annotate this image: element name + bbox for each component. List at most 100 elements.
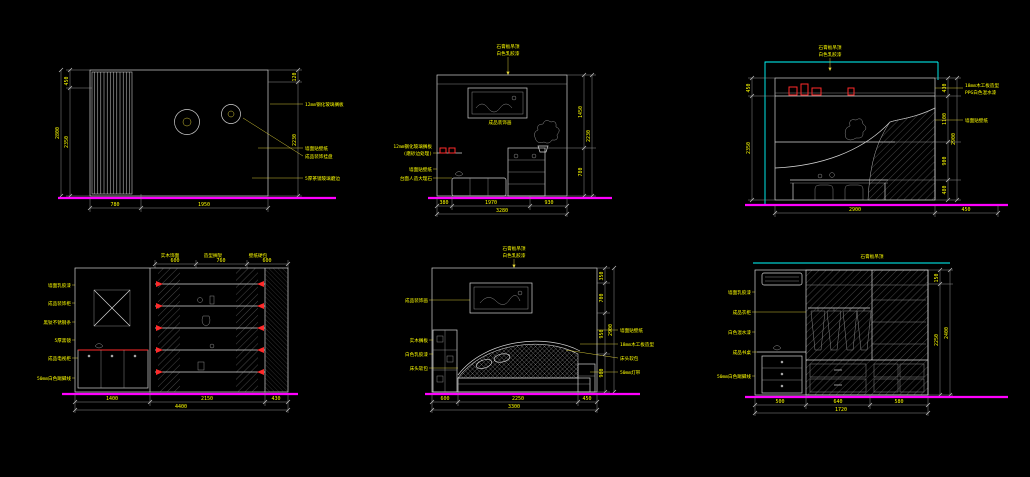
elevation-panel-3: 石膏板吊顶 白色乳胶漆 450 2350 430 1100 900 480 — [745, 44, 1008, 217]
annotation: 墙面贴壁纸 — [620, 327, 643, 334]
dimension-chain-bottom: 1400 2150 430 4400 — [72, 392, 291, 413]
dim-text: 600 — [440, 396, 449, 402]
annotation: 床头软包 — [410, 365, 429, 372]
hanging-clothes — [856, 308, 872, 351]
dimension-chain-right: 350 700 950 900 2900 — [597, 265, 617, 395]
bed — [457, 340, 591, 393]
annotation: 床头软包 — [620, 355, 639, 362]
annotation: 12mm钢化玻璃搁板 — [305, 101, 344, 108]
hatched-panel — [867, 107, 936, 201]
dimension-chain-left: 450 2350 2800 — [55, 67, 92, 199]
bench — [451, 171, 507, 197]
picture-caption: 成品装饰画 — [489, 119, 512, 126]
dim-text: 600 — [170, 258, 179, 264]
annotation: 18mm木工板造型 — [965, 82, 999, 89]
pillow — [475, 359, 493, 369]
decor-object-red — [439, 147, 447, 154]
dim-text: 1400 — [106, 396, 118, 402]
dimension-chain-left: 450 2350 — [746, 75, 775, 203]
annotation: 石膏板吊顶 — [861, 253, 884, 260]
dim-text: 1950 — [198, 202, 210, 208]
ac-unit — [761, 272, 803, 286]
dim-text: 500 — [775, 399, 784, 405]
annotation: 实木搁板 — [410, 337, 429, 344]
dim-text: 2150 — [201, 396, 213, 402]
dim-text: 2900 — [849, 207, 861, 213]
desk — [757, 345, 806, 394]
annotation: 墙面贴壁纸 — [965, 117, 988, 124]
dim-text: 450 — [961, 207, 970, 213]
elevation-panel-5: 石膏板吊顶 白色乳胶漆 成品装饰画 实木搁板 白色乳胶漆 床头软包 墙面贴 — [405, 245, 654, 413]
annotation: (磨砂边处理) — [403, 150, 432, 157]
dim-text: 2900 — [951, 133, 957, 145]
tv-cabinet — [77, 343, 149, 389]
annotations-left: 墙面乳胶漆 成品衣柜 白色混水漆 成品书桌 50mm白色踢脚线 — [717, 289, 806, 380]
display-shelving — [155, 268, 288, 392]
annotation: 石膏板吊顶 — [497, 43, 520, 50]
dim-text: 950 — [599, 329, 605, 338]
decor-object-red — [788, 86, 798, 96]
dim-text: 450 — [582, 396, 591, 402]
hanging-clothes — [842, 308, 858, 351]
dim-text: 580 — [894, 399, 903, 405]
dim-text: 1720 — [835, 407, 847, 413]
dim-text: 2250 — [512, 396, 524, 402]
dim-text: 900 — [599, 368, 605, 377]
decor-plate-large — [174, 109, 200, 135]
annotation: 白色乳胶漆 — [503, 252, 526, 259]
dim-text: 2230 — [292, 134, 298, 146]
annotation: 墙面贴壁纸 — [305, 145, 328, 152]
annotations-left: 12mm钢化玻璃搁板 (磨砂边处理) 墙面贴壁纸 台面人造大理石 — [393, 143, 452, 182]
dim-text: 2800 — [55, 127, 61, 139]
annotation: 墙面乳胶漆 — [728, 289, 751, 296]
headboard-upholstery — [457, 343, 579, 379]
decor-object-red — [847, 87, 855, 96]
dimension-chain-right: 150 2250 2400 — [928, 267, 953, 398]
annotation: 50mm灯带 — [620, 369, 641, 376]
dimension-chain-bottom: 600 2250 450 3300 — [429, 392, 600, 413]
elevation-panel-1: 450 2350 2800 120 2230 12mm钢化玻璃搁板 墙面贴壁纸 … — [55, 67, 344, 212]
dim-text: 780 — [110, 202, 119, 208]
dim-text: 2350 — [746, 142, 752, 154]
wall-outline — [89, 69, 269, 197]
wardrobe — [805, 269, 929, 396]
annotation: 石膏板吊顶 — [503, 245, 526, 252]
annotation: 白色乳胶漆 — [819, 51, 842, 58]
dim-text: 1100 — [942, 113, 948, 125]
annotation: 成品装饰柜 — [48, 300, 71, 307]
dim-text: 2230 — [586, 130, 592, 142]
annotation: 壁纸硬包 — [249, 252, 268, 259]
decor-object-red — [811, 87, 822, 96]
annotation: 白色乳胶漆 — [497, 50, 520, 57]
annotation: 石膏板吊顶 — [819, 44, 842, 51]
annotation: 墙面贴壁纸 — [409, 166, 432, 173]
dim-text: 600 — [262, 258, 271, 264]
annotation: 白色混水漆 — [728, 329, 751, 336]
dim-text: 450 — [64, 76, 70, 85]
picture-frame — [467, 87, 528, 119]
dim-text: 3300 — [508, 404, 520, 410]
dim-text: 2400 — [944, 327, 950, 339]
dim-text: 2900 — [608, 324, 614, 336]
dim-text: 640 — [833, 399, 842, 405]
dimension-chain-top: 600 760 600 — [152, 258, 291, 268]
dim-text: 2250 — [934, 334, 940, 346]
dimension-chain-bottom: 2900 450 — [772, 205, 1001, 217]
dim-text: 480 — [942, 185, 948, 194]
pillow — [493, 353, 511, 363]
ceiling-note: 石膏板吊顶 白色乳胶漆 — [497, 43, 520, 75]
elevation-panel-6: 石膏板吊顶 墙面乳胶漆 成品衣柜 白色混水漆 成品书桌 50m — [717, 253, 1008, 416]
hanging-clothes — [810, 308, 826, 351]
annotation: 5厚茶镜玻璃磨边 — [305, 175, 340, 182]
dim-text: 350 — [599, 271, 605, 280]
annotation: 50mm白色踢脚线 — [37, 375, 71, 382]
dim-text: 3280 — [496, 208, 508, 214]
dimension-chain-right: 1450 780 2230 — [545, 72, 596, 199]
ceiling-note: 石膏板吊顶 白色乳胶漆 — [819, 44, 842, 71]
annotations-right: 12mm钢化玻璃搁板 墙面贴壁纸 成品装饰挂盘 5厚茶镜玻璃磨边 — [242, 101, 344, 182]
annotation: PPG白色混水漆 — [965, 89, 997, 96]
decor-sculpture — [844, 118, 867, 141]
annotation: 成品电视柜 — [48, 355, 71, 362]
annotations-left: 墙面乳胶漆 成品装饰柜 黑钛不锈钢条 5厚黑镜 成品电视柜 50mm白色踢脚线 — [37, 282, 78, 382]
